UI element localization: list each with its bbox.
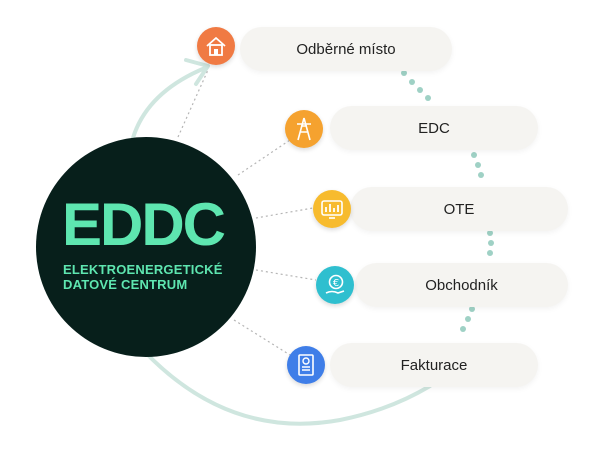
step-pill-ote: OTE — [350, 187, 568, 231]
logo-subtitle-line2: DATOVÉ CENTRUM — [63, 277, 188, 292]
connector-line — [237, 139, 291, 176]
euro-hand-icon: € — [316, 266, 354, 304]
svg-text:€: € — [333, 278, 339, 289]
step-label: OTE — [443, 200, 475, 218]
pill-links — [401, 70, 494, 332]
step-label: Odběrné místo — [296, 40, 396, 58]
house-icon — [197, 27, 235, 65]
connector-line — [255, 207, 314, 219]
invoice-icon — [287, 346, 325, 384]
chart-monitor-icon — [313, 190, 351, 228]
step-label: Obchodník — [425, 276, 498, 294]
connector-line — [233, 319, 291, 356]
arrowhead — [184, 58, 210, 86]
step-pill-edc: EDC — [330, 106, 538, 150]
step-pill-obchodnik: Obchodník — [355, 263, 568, 307]
cycle-arrow-lower — [143, 350, 432, 426]
step-label: EDC — [418, 119, 450, 137]
step-label: Fakturace — [400, 356, 468, 374]
eddc-logo — [36, 137, 256, 357]
connector-line — [177, 69, 209, 138]
power-tower-icon — [285, 110, 323, 148]
logo-subtitle-line1: ELEKTROENERGETICKÉ — [63, 262, 223, 277]
step-pill-odberne-misto: Odběrné místo — [240, 27, 452, 71]
connector-line — [255, 269, 317, 281]
logo-mark: EDDC — [62, 191, 226, 258]
step-pill-fakturace: Fakturace — [330, 343, 538, 387]
